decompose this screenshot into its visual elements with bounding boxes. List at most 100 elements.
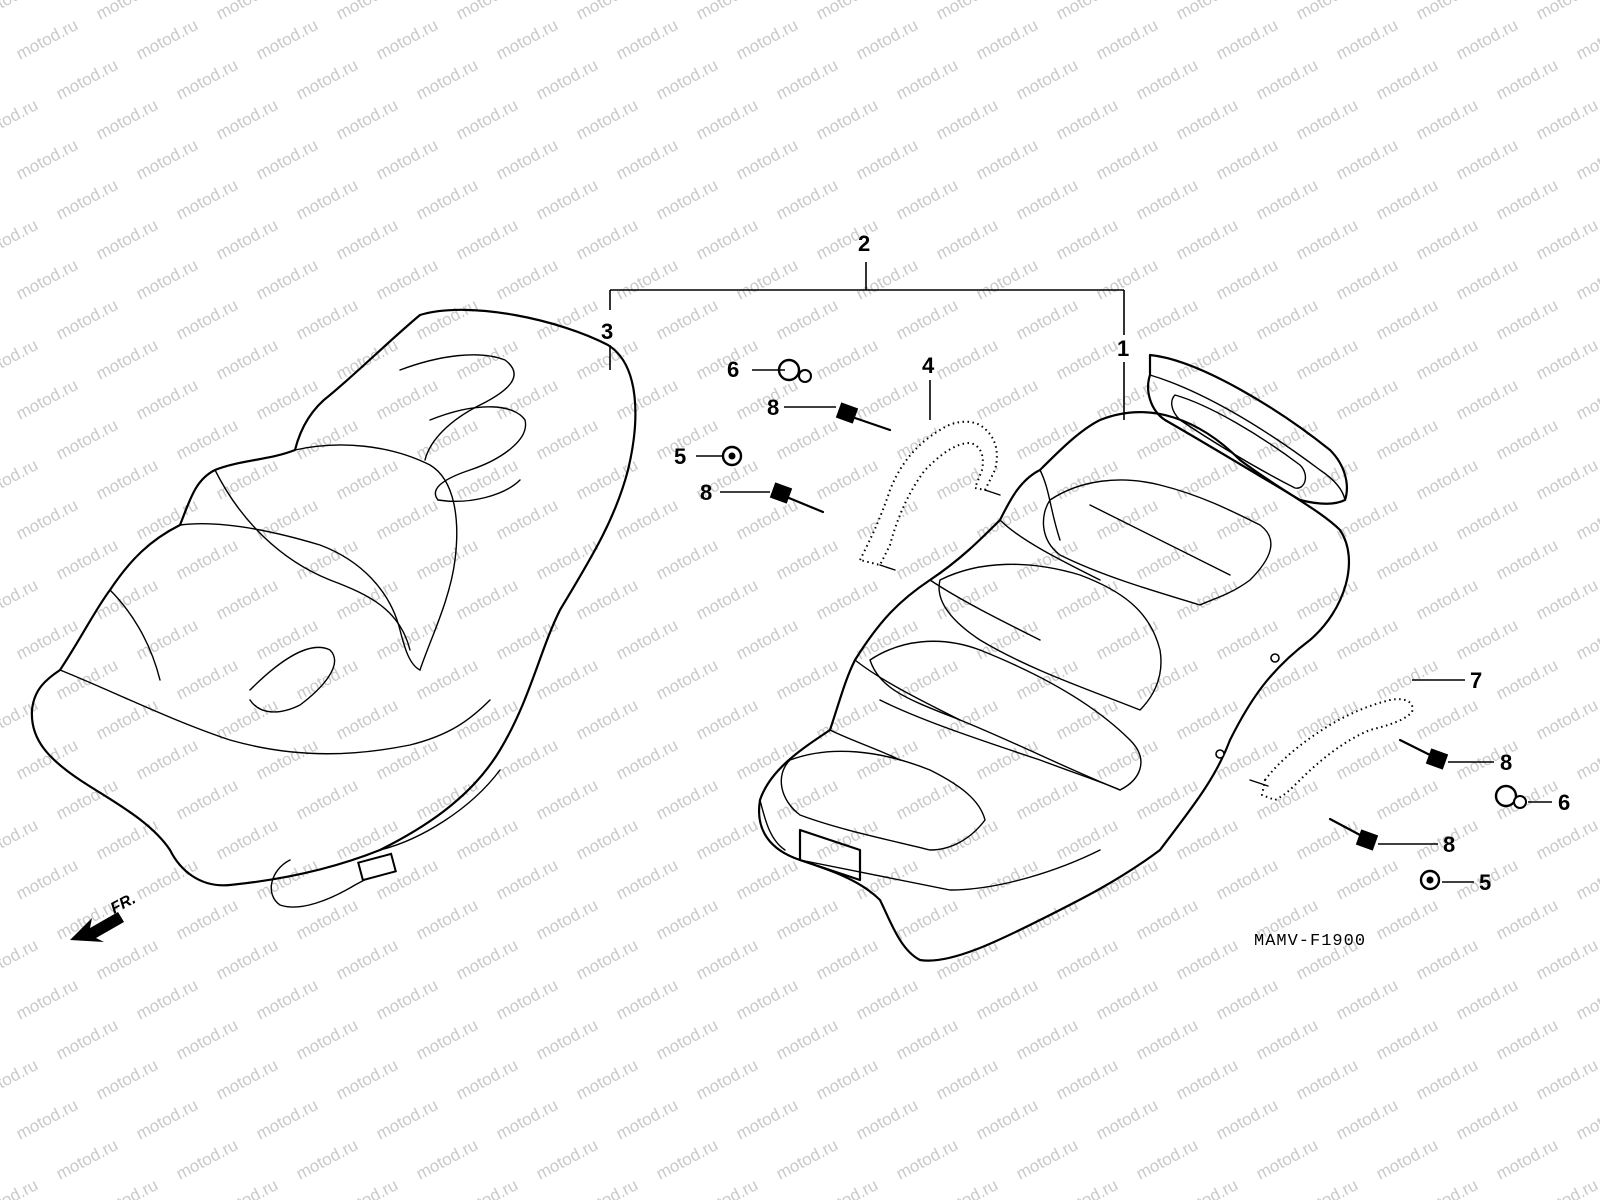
watermark-text: motod.ru xyxy=(1093,15,1161,63)
watermark-text: motod.ru xyxy=(1013,1135,1081,1183)
watermark-text: motod.ru xyxy=(0,935,41,983)
watermark-text: motod.ru xyxy=(1293,575,1361,623)
callout-7: 7 xyxy=(1470,668,1482,693)
watermark-text: motod.ru xyxy=(1453,15,1521,63)
watermark-text: motod.ru xyxy=(1453,1095,1521,1143)
seat-cover-part-3 xyxy=(30,308,637,908)
watermark-text: motod.ru xyxy=(1093,135,1161,183)
watermark-text: motod.ru xyxy=(653,175,721,223)
watermark-text: motod.ru xyxy=(173,655,241,703)
watermark-text: motod.ru xyxy=(933,0,1001,24)
watermark-text: motod.ru xyxy=(813,695,881,743)
watermark-text: motod.ru xyxy=(493,15,561,63)
watermark-text: motod.ru xyxy=(613,615,681,663)
watermark-text: motod.ru xyxy=(1453,255,1521,303)
watermark-text: motod.ru xyxy=(93,215,161,263)
watermark-text: motod.ru xyxy=(573,215,641,263)
watermark-text: motod.ru xyxy=(1533,215,1600,263)
watermark-text: motod.ru xyxy=(133,855,201,903)
watermark-text: motod.ru xyxy=(493,135,561,183)
watermark-text: motod.ru xyxy=(773,1015,841,1063)
callout-5b: 5 xyxy=(1479,870,1491,895)
watermark-text: motod.ru xyxy=(1293,1175,1361,1200)
watermark-text: motod.ru xyxy=(0,335,41,383)
watermark-text: motod.ru xyxy=(1493,895,1561,943)
watermark-text: motod.ru xyxy=(1253,295,1321,343)
watermark-text: motod.ru xyxy=(0,295,1,343)
watermark-text: motod.ru xyxy=(173,175,241,223)
watermark-text: motod.ru xyxy=(213,1175,281,1200)
callout-5a: 5 xyxy=(674,444,686,469)
watermark-text: motod.ru xyxy=(533,895,601,943)
watermark-text: motod.ru xyxy=(1053,455,1121,503)
watermark-text: motod.ru xyxy=(1573,255,1600,303)
watermark-text: motod.ru xyxy=(1373,175,1441,223)
watermark-text: motod.ru xyxy=(813,455,881,503)
watermark-text: motod.ru xyxy=(173,895,241,943)
watermark-text: motod.ru xyxy=(1413,215,1481,263)
watermark-text: motod.ru xyxy=(1573,135,1600,183)
watermark-text: motod.ru xyxy=(933,695,1001,743)
watermark-text: motod.ru xyxy=(813,215,881,263)
watermark-text: motod.ru xyxy=(853,1095,921,1143)
watermark-text: motod.ru xyxy=(1133,655,1201,703)
watermark-text: motod.ru xyxy=(373,735,441,783)
watermark-text: motod.ru xyxy=(0,95,41,143)
watermark-text: motod.ru xyxy=(173,775,241,823)
watermark-text: motod.ru xyxy=(973,1095,1041,1143)
watermark-text: motod.ru xyxy=(1093,855,1161,903)
watermark-text: motod.ru xyxy=(613,735,681,783)
watermark-text: motod.ru xyxy=(1493,1135,1561,1183)
watermark-text: motod.ru xyxy=(453,215,521,263)
watermark-text: motod.ru xyxy=(1573,975,1600,1023)
watermark-text: motod.ru xyxy=(413,775,481,823)
watermark-text: motod.ru xyxy=(1373,1135,1441,1183)
watermark-text: motod.ru xyxy=(53,1135,121,1183)
watermark-text: motod.ru xyxy=(693,1175,761,1200)
watermark-text: motod.ru xyxy=(93,0,161,24)
watermark-text: motod.ru xyxy=(933,95,1001,143)
watermark-text: motod.ru xyxy=(1013,895,1081,943)
watermark-text: motod.ru xyxy=(0,1135,1,1183)
watermark-text: motod.ru xyxy=(1133,895,1201,943)
watermark-text: motod.ru xyxy=(453,95,521,143)
watermark-text: motod.ru xyxy=(213,575,281,623)
watermark-text: motod.ru xyxy=(413,55,481,103)
front-arrow-icon xyxy=(70,912,124,942)
watermark-text: motod.ru xyxy=(1213,975,1281,1023)
watermark-text: motod.ru xyxy=(253,1095,321,1143)
watermark-text: motod.ru xyxy=(293,535,361,583)
watermark-text: motod.ru xyxy=(1413,935,1481,983)
watermark-text: motod.ru xyxy=(0,695,41,743)
watermark-text: motod.ru xyxy=(13,15,81,63)
watermark-text: motod.ru xyxy=(893,295,961,343)
watermark-text: motod.ru xyxy=(293,55,361,103)
watermark-text: motod.ru xyxy=(1333,15,1401,63)
watermark-text: motod.ru xyxy=(1413,335,1481,383)
watermark-text: motod.ru xyxy=(493,255,561,303)
watermark-text: motod.ru xyxy=(1253,535,1321,583)
fastener-nut-6a xyxy=(777,358,812,383)
watermark-text: motod.ru xyxy=(1053,215,1121,263)
watermark-text: motod.ru xyxy=(693,935,761,983)
watermark-text: motod.ru xyxy=(1013,55,1081,103)
watermark-text: motod.ru xyxy=(613,855,681,903)
watermark-text: motod.ru xyxy=(133,1095,201,1143)
watermark-text: motod.ru xyxy=(693,815,761,863)
watermark-text: motod.ru xyxy=(333,1055,401,1103)
watermark-text: motod.ru xyxy=(1093,1095,1161,1143)
callout-8a: 8 xyxy=(767,395,779,420)
watermark-text: motod.ru xyxy=(1013,1015,1081,1063)
watermark-text: motod.ru xyxy=(1493,415,1561,463)
watermark-text: motod.ru xyxy=(293,775,361,823)
watermark-text: motod.ru xyxy=(53,55,121,103)
watermark-text: motod.ru xyxy=(1053,335,1121,383)
watermark-text: motod.ru xyxy=(0,655,1,703)
watermark-text: motod.ru xyxy=(533,1135,601,1183)
watermark-text: motod.ru xyxy=(213,935,281,983)
watermark-text: motod.ru xyxy=(653,895,721,943)
watermark-text: motod.ru xyxy=(813,0,881,24)
watermark-text: motod.ru xyxy=(693,695,761,743)
watermark-text: motod.ru xyxy=(373,975,441,1023)
callout-labels: 2 3 1 4 6 8 5 8 7 8 6 8 5 xyxy=(601,231,1570,895)
